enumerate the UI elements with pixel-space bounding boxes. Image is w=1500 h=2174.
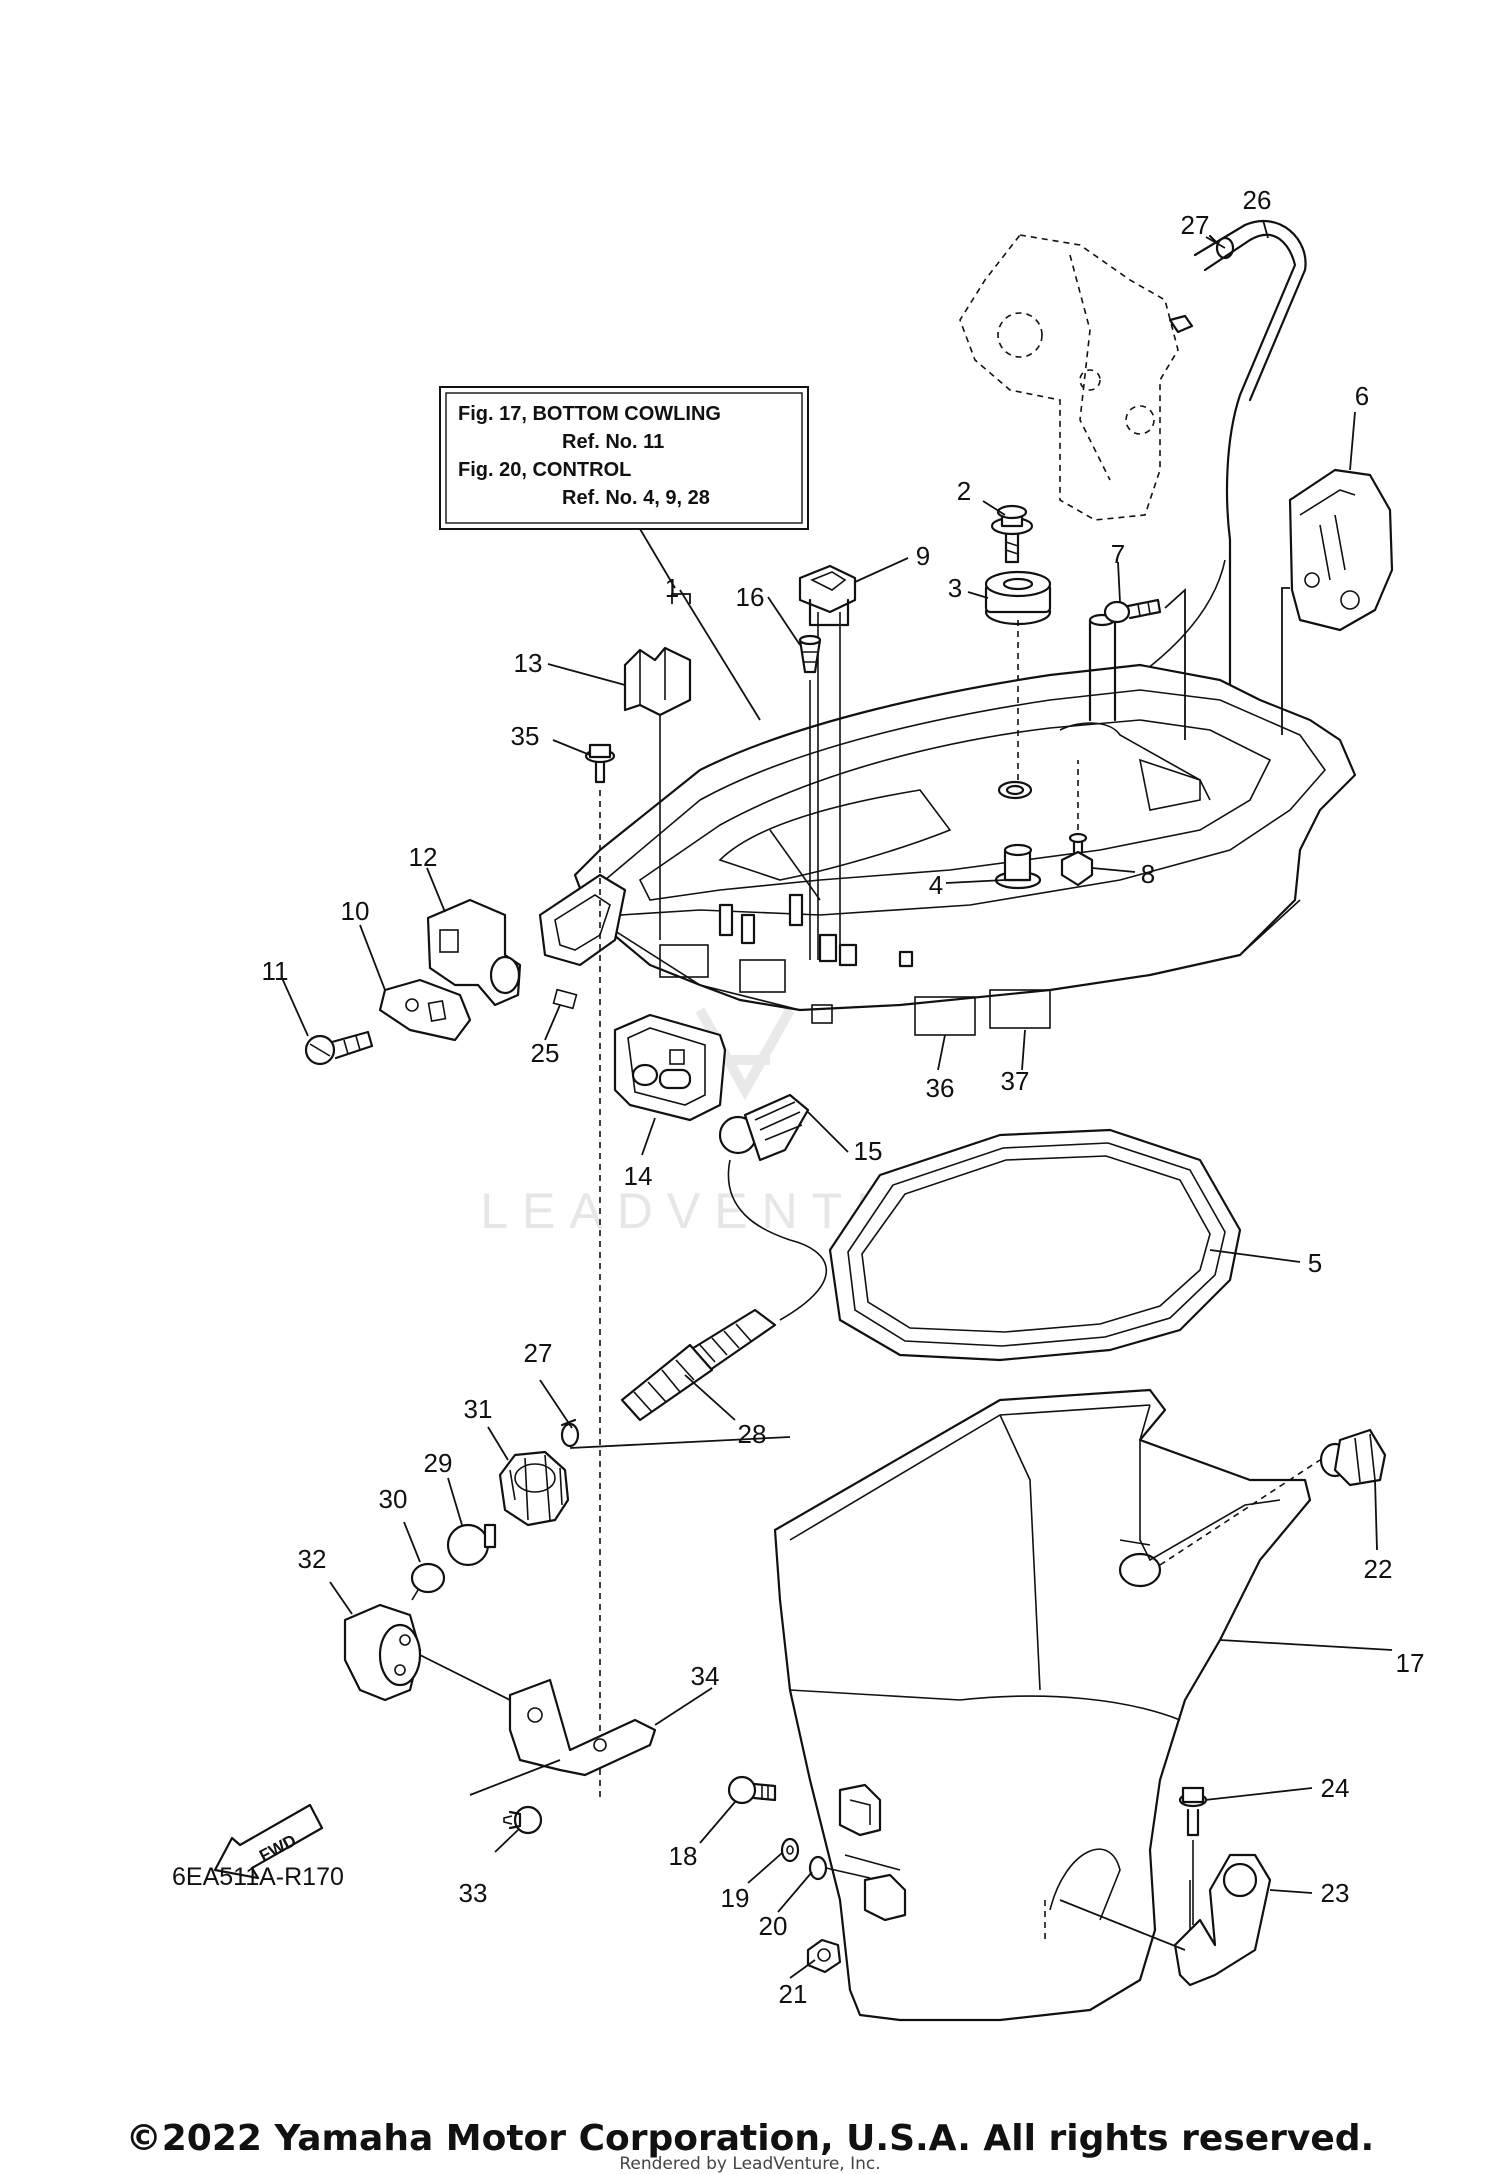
lower-cover-17 <box>773 1388 1321 2022</box>
callout-35: 35 <box>511 721 540 751</box>
clip-12 <box>426 898 522 1007</box>
grommet-16 <box>798 634 822 960</box>
control-cable-28 <box>620 1159 828 1422</box>
callout-36: 36 <box>926 1073 955 1103</box>
clip-30 <box>410 1562 446 1601</box>
washer-29 <box>446 1523 497 1567</box>
callout-9: 9 <box>916 541 930 571</box>
screw-35 <box>584 743 616 1800</box>
plug-9 <box>798 564 857 960</box>
callout-7: 7 <box>1111 539 1125 569</box>
bracket-23 <box>1059 1853 1272 1987</box>
callout-2: 2 <box>957 476 971 506</box>
callout-27-bottom: 27 <box>524 1338 553 1368</box>
callout-5: 5 <box>1308 1248 1322 1278</box>
callout-32: 32 <box>298 1544 327 1574</box>
pad-25 <box>552 988 578 1010</box>
grommet-3 <box>984 570 1052 780</box>
callout-37: 37 <box>1001 1066 1030 1096</box>
callout-4: 4 <box>929 870 943 900</box>
copyright-notice: ©2022 Yamaha Motor Corporation, U.S.A. A… <box>125 2118 1375 2159</box>
bolt-2 <box>990 504 1034 564</box>
nut-21 <box>806 1938 842 1974</box>
rendered-by-notice: Rendered by LeadVenture, Inc. <box>619 2154 881 2174</box>
collar-4 <box>1003 843 1033 882</box>
fwd-arrow-icon: FWD <box>213 1803 324 1880</box>
ref-line-1: Fig. 17, BOTTOM COWLING <box>458 403 721 425</box>
callout-15: 15 <box>854 1136 883 1166</box>
callout-14: 14 <box>624 1161 653 1191</box>
ref-line-3: Fig. 20, CONTROL <box>458 459 631 481</box>
callout-18: 18 <box>669 1841 698 1871</box>
bracket-6 <box>1281 468 1394 735</box>
callout-28: 28 <box>738 1419 767 1449</box>
callout-29: 29 <box>424 1448 453 1478</box>
screw-24 <box>1178 1786 1208 1925</box>
callout-16: 16 <box>736 582 765 612</box>
callout-24: 24 <box>1321 1773 1350 1803</box>
callout-labels: 1 2 3 4 5 6 7 8 9 10 11 12 13 14 15 16 1… <box>262 185 1425 2009</box>
bolt-18 <box>727 1775 777 1805</box>
plate-10 <box>378 978 472 1042</box>
callout-30: 30 <box>379 1484 408 1514</box>
callout-27-top: 27 <box>1181 210 1210 240</box>
screw-33 <box>503 1805 543 1835</box>
callout-17: 17 <box>1396 1648 1425 1678</box>
callout-1: 1 <box>665 573 679 603</box>
callout-26: 26 <box>1243 185 1272 215</box>
bracket-13 <box>623 646 692 940</box>
bottom-cowling <box>538 589 1357 1036</box>
callout-12: 12 <box>409 842 438 872</box>
callout-20: 20 <box>759 1911 788 1941</box>
callout-13: 13 <box>514 648 543 678</box>
reference-box: Fig. 17, BOTTOM COWLING Ref. No. 11 Fig.… <box>439 386 809 604</box>
screw-8 <box>1060 760 1094 887</box>
fuel-pump-assembly <box>959 234 1194 521</box>
leader-lines <box>281 219 1393 1979</box>
bracket-34 <box>469 1678 657 1796</box>
nut-31 <box>498 1450 570 1527</box>
callout-3: 3 <box>948 573 962 603</box>
grommet-15 <box>718 1093 810 1162</box>
callout-34: 34 <box>691 1661 720 1691</box>
callout-33: 33 <box>459 1878 488 1908</box>
washer-19 <box>780 1837 800 1863</box>
ref-line-4: Ref. No. 4, 9, 28 <box>562 487 710 509</box>
callout-8: 8 <box>1141 859 1155 889</box>
callout-23: 23 <box>1321 1878 1350 1908</box>
callout-31: 31 <box>464 1394 493 1424</box>
washer-20 <box>808 1855 871 1881</box>
ref-line-2: Ref. No. 11 <box>562 431 664 453</box>
bolt-7 <box>1103 587 1186 740</box>
callout-22: 22 <box>1364 1554 1393 1584</box>
callout-11: 11 <box>262 956 289 986</box>
cap-32 <box>343 1603 521 1706</box>
callout-25: 25 <box>531 1038 560 1068</box>
switch-panel-14 <box>613 1013 727 1122</box>
callout-10: 10 <box>341 896 370 926</box>
callout-19: 19 <box>721 1883 750 1913</box>
grommet-22 <box>1319 1428 1387 1487</box>
callout-21: 21 <box>779 1979 808 2009</box>
diagram-code: 6EA511A-R170 <box>172 1863 344 1891</box>
gasket-5 <box>828 1128 1242 1362</box>
callout-6: 6 <box>1355 381 1369 411</box>
bolt-11 <box>304 1030 374 1066</box>
